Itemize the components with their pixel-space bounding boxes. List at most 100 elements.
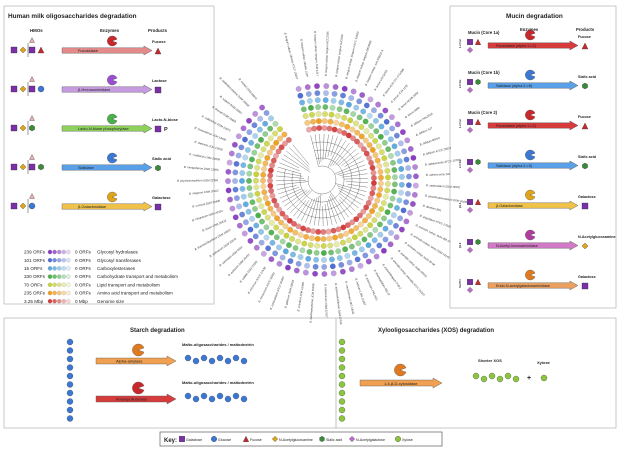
legend-label: Glycosyl transferases — [97, 258, 142, 263]
tree-ring-dot — [242, 201, 249, 208]
tree-leaf-label: B. cuniculi DSM 20435 — [192, 199, 221, 209]
legend-gradient-dot — [47, 282, 53, 287]
legend-gradient-dot — [66, 274, 71, 279]
tree-ring-dot — [254, 164, 261, 171]
tree-ring-dot — [335, 226, 342, 233]
tree-ring-dot — [303, 233, 310, 240]
tree-ring-dot — [394, 150, 401, 157]
mucin-product-glyph — [582, 162, 588, 170]
mucin-glyph — [475, 159, 481, 165]
tree-ring-dot — [232, 186, 239, 193]
hmo-glyph — [10, 46, 18, 54]
key-glyph — [395, 436, 401, 442]
tree-ring-dot — [378, 206, 385, 212]
tree-ring-dot — [366, 142, 373, 148]
hmo-col-hmos: HMOs — [30, 28, 43, 33]
tree-ring-dot — [400, 207, 407, 214]
tree-branch — [289, 147, 310, 168]
legend-gradient-dot — [66, 290, 71, 296]
tree-ring-dot — [323, 83, 330, 89]
tree-ring-dot — [277, 135, 283, 142]
tree-ring-dot — [351, 250, 358, 256]
tree-ring-dot — [336, 106, 343, 113]
xos-product-xylose — [480, 375, 488, 383]
tree-leaf: B. catenulatum DSM 16992 — [345, 180, 461, 189]
tree-ring-dot — [350, 111, 357, 117]
tree-ring-dot — [368, 132, 374, 139]
tree-ring-dot — [338, 99, 345, 106]
tree-branch — [297, 200, 310, 219]
tree-ring-dot — [396, 158, 403, 165]
tree-branch — [314, 134, 320, 165]
tree-branch — [281, 158, 300, 169]
tree-branch — [329, 196, 341, 223]
tree-ring-dot — [381, 139, 388, 146]
tree-leaf: B. bohemicum DSM 22767 — [320, 205, 329, 318]
hmo-glyph — [10, 124, 18, 132]
tree-ring-dot — [370, 169, 377, 176]
legend-gradient-dot — [52, 282, 57, 287]
key-glyph — [319, 436, 325, 442]
tree-ring-dot — [372, 152, 379, 158]
tree-ring-dot — [282, 140, 288, 147]
tree-ring-dot — [330, 227, 337, 234]
tree-ring-dot — [263, 224, 270, 231]
mucin-product-label: N-Acetylglucosamine — [578, 235, 616, 239]
hmo-glyph — [28, 46, 36, 54]
tree-ring-dot — [320, 236, 327, 242]
tree-ring-dot — [282, 248, 289, 255]
tree-ring-dot — [255, 212, 262, 219]
tree-ring-dot — [278, 228, 285, 235]
tree-ring-dot — [332, 84, 339, 90]
mucin-product-glyph — [581, 242, 589, 250]
tree-ring-dot — [235, 133, 242, 140]
tree-ring-dot — [259, 104, 265, 111]
tree-branch — [325, 134, 329, 159]
starch-product-glucose — [208, 357, 216, 365]
legend-gradient-dot — [61, 258, 67, 263]
tree-branch — [276, 175, 305, 179]
tree-ring-dot — [344, 123, 351, 130]
key-glyph — [179, 436, 185, 442]
tree-ring-dot — [400, 129, 406, 135]
tree-ring-dot — [369, 147, 376, 153]
tree-ring-dot — [329, 104, 336, 111]
tree-ring-dot — [332, 234, 338, 241]
tree-ring-dot — [306, 249, 313, 255]
tree-ring-dot — [375, 211, 381, 218]
starch-product-glucose — [216, 392, 224, 400]
tree-ring-dot — [391, 143, 398, 150]
tree-branch — [335, 145, 354, 166]
tree-ring-dot — [387, 136, 394, 143]
tree-arc — [299, 157, 345, 203]
tree-ring-dot — [361, 236, 368, 243]
tree-ring-dot — [273, 202, 280, 209]
tree-branch — [338, 149, 357, 166]
hmo-product-label: Sialic acid — [152, 156, 172, 161]
hmo-glyph — [19, 46, 27, 54]
tree-ring-dot — [341, 130, 348, 136]
tree-ring-dot — [378, 180, 384, 187]
tree-ring-dot — [391, 167, 398, 173]
tree-ring-dot — [341, 85, 348, 92]
tree-ring-dot — [314, 242, 321, 249]
tree-ring-dot — [263, 234, 270, 241]
hmo-product-label: Fucose — [152, 39, 166, 44]
mucin-glyph — [474, 278, 482, 285]
tree-ring-dot — [291, 220, 297, 227]
mucin-product-label: Galactose — [578, 195, 596, 199]
tree-ring-dot — [321, 271, 328, 277]
tree-ring-dot — [337, 233, 344, 239]
mucin-side-label: 1-2 Fuc — [458, 38, 462, 48]
tree-ring-dot — [387, 219, 393, 226]
tree-ring-dot — [267, 125, 274, 132]
tree-branch — [339, 169, 367, 176]
tree-branch — [292, 144, 310, 165]
tree-ring-dot — [348, 95, 355, 101]
tree-ring-dot — [305, 91, 312, 97]
mucin-side-label: β1-3 — [458, 202, 462, 208]
mucin-enzyme-label: Fucosidase (alpha 1->2) — [496, 44, 536, 48]
tree-ring-dot — [389, 114, 395, 121]
